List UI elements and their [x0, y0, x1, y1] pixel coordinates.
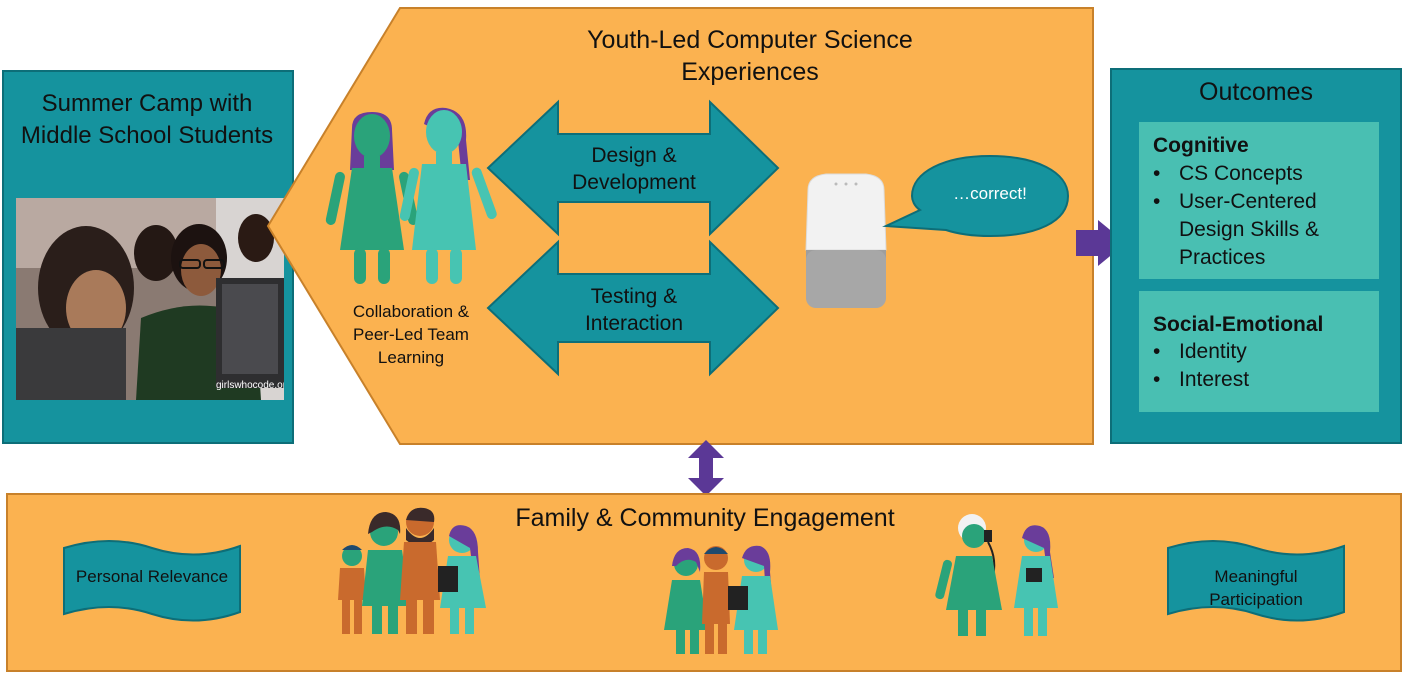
collab-label: Collaboration & Peer-Led Team Learning: [352, 302, 470, 367]
family-community-title: Family & Community Engagement: [515, 504, 895, 532]
center-panel-title: Youth-Led Computer Science Experiences: [587, 26, 913, 86]
banner-left-text: Personal Relevance: [75, 567, 229, 586]
social-emotional-heading: Social-Emotional: [1153, 313, 1324, 336]
photo-watermark: girlswhocode.org: [216, 380, 284, 391]
list-item: CS Concepts: [1153, 160, 1375, 188]
arrow-top-label: Design & Development: [572, 144, 696, 194]
students-photo: girlswhocode.org: [16, 198, 284, 400]
cognitive-list: CS Concepts User-Centered Design Skills …: [1153, 160, 1375, 272]
banner-right-text: Meaningful Participation: [1209, 567, 1303, 609]
list-item: Interest: [1153, 366, 1375, 394]
list-item: Identity: [1153, 338, 1375, 366]
list-item: User-Centered Design Skills & Practices: [1153, 188, 1375, 272]
outcomes-title: Outcomes: [1199, 78, 1313, 106]
summer-camp-title: Summer Camp with Middle School Students: [20, 90, 274, 149]
arrow-bottom-label: Testing & Interaction: [584, 285, 684, 335]
social-emotional-list: Identity Interest: [1153, 338, 1375, 394]
speech-bubble-text: …correct!: [953, 184, 1027, 203]
cognitive-heading: Cognitive: [1153, 134, 1249, 157]
